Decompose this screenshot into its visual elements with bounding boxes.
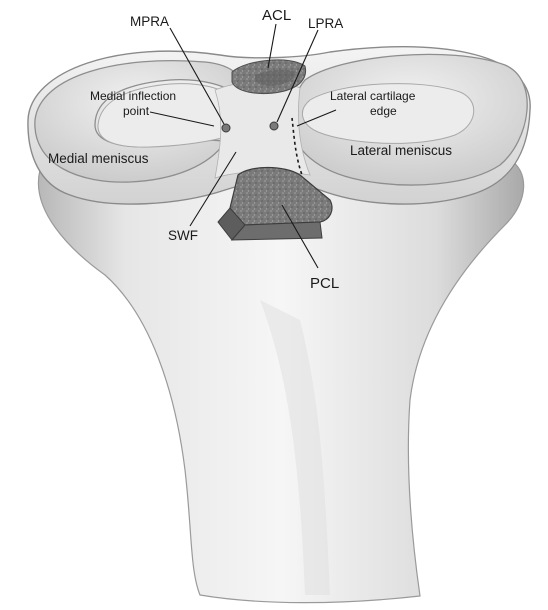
lpra-label: LPRA xyxy=(308,16,343,31)
lateral-cartilage-label-line2: edge xyxy=(370,104,397,118)
lateral-meniscus-label: Lateral meniscus xyxy=(350,143,452,158)
pcl-footprint-front xyxy=(232,222,322,240)
medial-inflection-label-line1: Medial inflection xyxy=(90,89,176,103)
pcl-label: PCL xyxy=(310,275,339,292)
swf-label: SWF xyxy=(168,228,198,243)
acl-label: ACL xyxy=(262,7,291,24)
lateral-cartilage-label-line1: Lateral cartilage xyxy=(330,89,416,103)
mpra-label: MPRA xyxy=(130,14,169,29)
mpra-point xyxy=(222,124,230,132)
lpra-point xyxy=(270,122,278,130)
medial-inflection-label-line2: point xyxy=(123,104,150,118)
medial-meniscus-label: Medial meniscus xyxy=(48,151,149,166)
